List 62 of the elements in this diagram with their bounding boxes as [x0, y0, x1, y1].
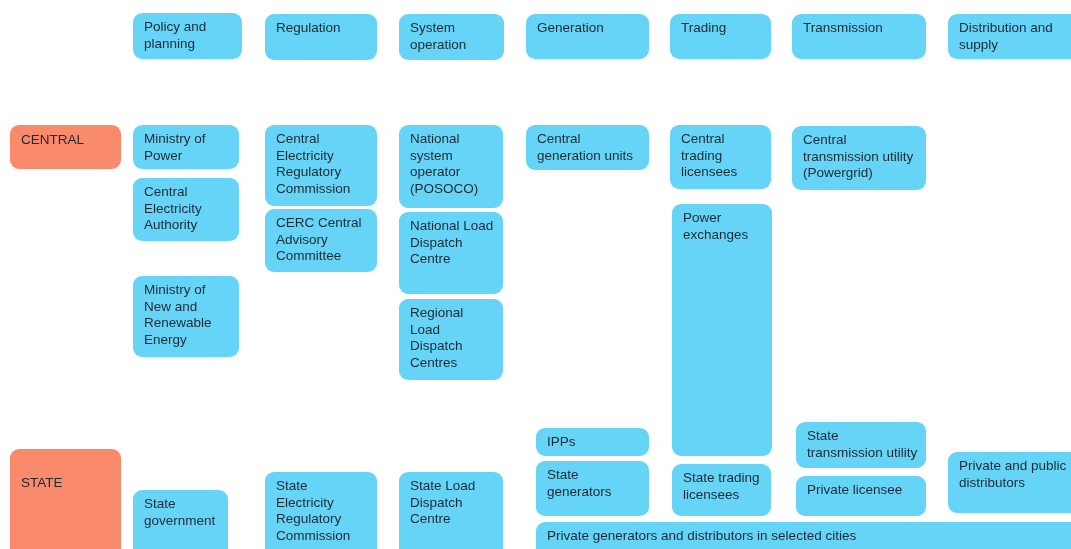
box-label: Private and public distributors — [959, 458, 1068, 491]
entity-box — [265, 209, 377, 272]
box-label: IPPs — [547, 434, 577, 451]
box-label: Private licensee — [807, 482, 904, 499]
box-label: System operation — [410, 20, 468, 53]
column-header-box — [133, 13, 242, 59]
entity-box — [399, 125, 503, 208]
entity-box — [672, 464, 771, 516]
entity-box — [536, 522, 1071, 549]
entity-box — [796, 476, 926, 516]
box-label: Ministry of New and Renewable Energy — [144, 282, 213, 348]
box-label: Central generation units — [537, 131, 635, 164]
box-label: State generators — [547, 467, 613, 500]
box-label: Regulation — [276, 20, 342, 37]
box-label: State Load Dispatch Centre — [410, 478, 477, 528]
entity-box — [948, 452, 1071, 513]
box-label: National system operator (POSOCO) — [410, 131, 480, 197]
column-header-box — [792, 14, 926, 59]
box-label: Policy and planning — [144, 19, 208, 52]
box-label: Transmission — [803, 20, 884, 37]
box-label: State government — [144, 496, 217, 529]
entity-box — [796, 422, 926, 468]
box-label: Private generators and distributors in selected cities — [547, 528, 858, 545]
entity-box — [526, 125, 649, 170]
level-label-box — [10, 449, 121, 549]
entity-box — [536, 428, 649, 456]
entity-box — [399, 212, 503, 294]
entity-box — [670, 125, 771, 189]
box-label: State transmission utility — [807, 428, 918, 461]
box-label: Central Electricity Authority — [144, 184, 203, 234]
entity-box — [133, 276, 239, 357]
box-label: State trading licensees — [683, 470, 761, 503]
entity-box — [536, 461, 649, 516]
column-header-box — [948, 14, 1071, 59]
entity-box — [265, 125, 377, 206]
box-label: Central trading licensees — [681, 131, 739, 181]
box-label: National Load Dispatch Centre — [410, 218, 495, 268]
level-label-box — [10, 125, 121, 169]
box-label: Ministry of Power — [144, 131, 207, 164]
entity-box — [133, 490, 228, 549]
box-label: Central transmission utility (Powergrid) — [803, 132, 915, 182]
box-label: State Electricity Regulatory Commission — [276, 478, 352, 544]
box-label: Central Electricity Regulatory Commission — [276, 131, 352, 197]
entity-box — [672, 204, 772, 456]
entity-box — [133, 178, 239, 241]
box-label: Power exchanges — [683, 210, 750, 243]
column-header-box — [670, 14, 771, 59]
entity-box — [399, 472, 503, 549]
entity-box — [265, 472, 377, 549]
box-label: Regional Load Dispatch Centres — [410, 305, 465, 371]
entity-box — [399, 299, 503, 380]
box-label: Trading — [681, 20, 728, 37]
entity-box — [133, 125, 239, 169]
box-label: Distribution and supply — [959, 20, 1054, 53]
column-header-box — [265, 14, 377, 60]
box-label: Generation — [537, 20, 605, 37]
box-label: CENTRAL — [21, 132, 85, 149]
entity-box — [792, 126, 926, 190]
box-label: CERC Central Advisory Committee — [276, 215, 363, 265]
box-label: STATE — [21, 475, 64, 492]
column-header-box — [399, 14, 504, 60]
column-header-box — [526, 14, 649, 59]
